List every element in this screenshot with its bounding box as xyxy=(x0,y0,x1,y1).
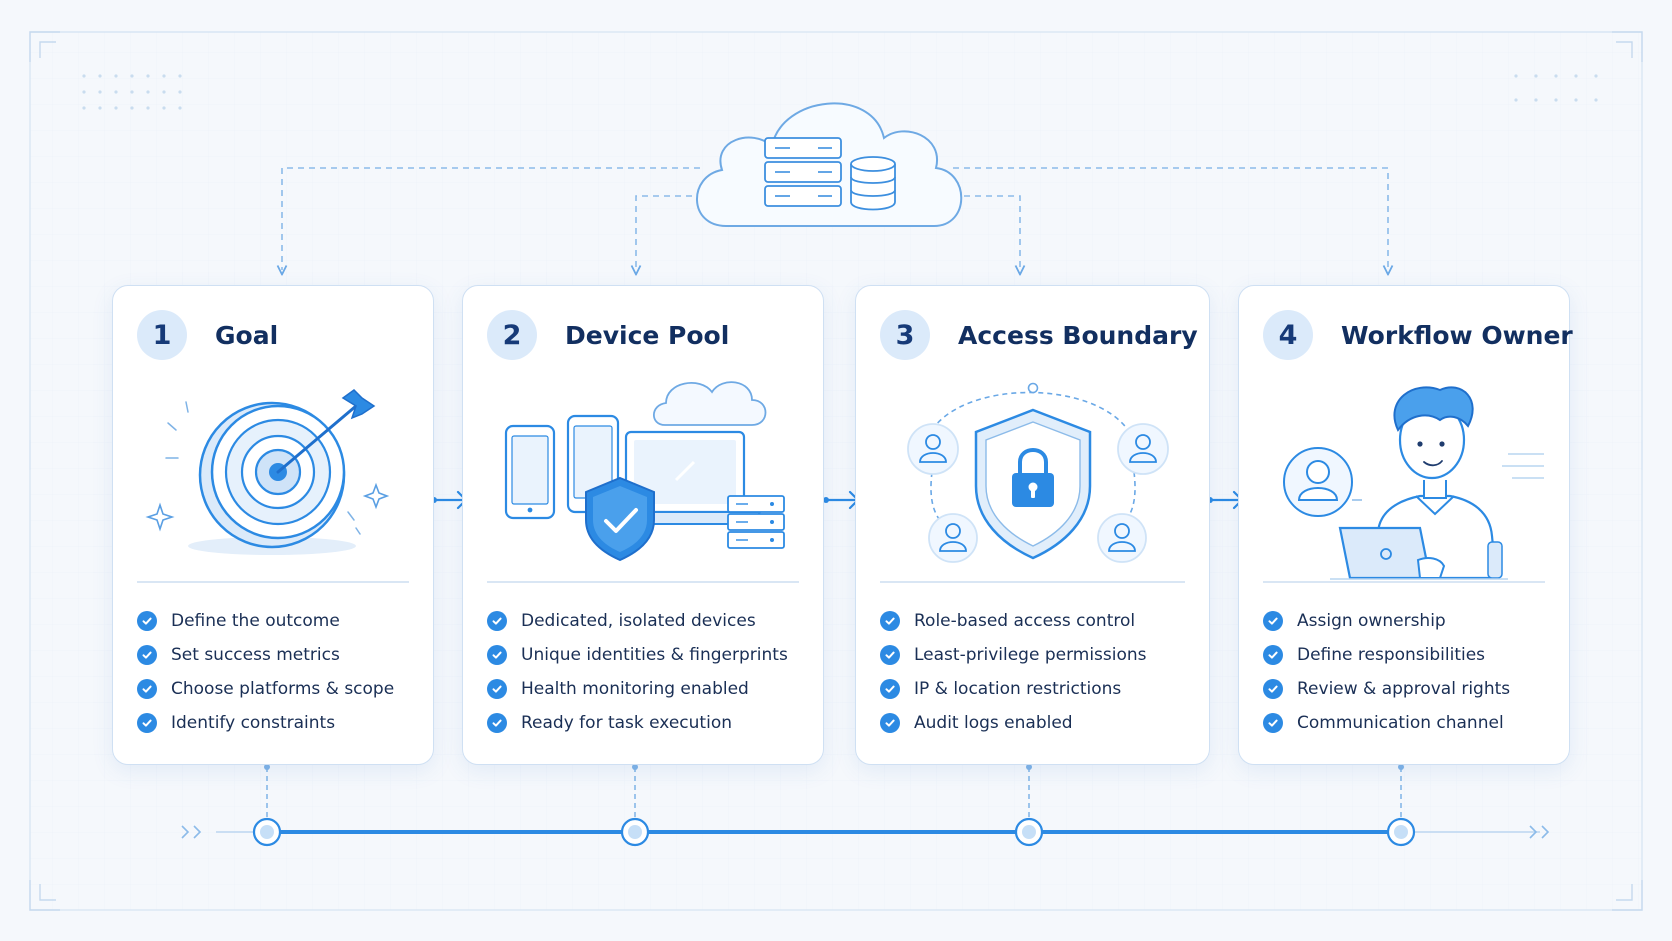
list-item-text: Audit logs enabled xyxy=(914,713,1073,733)
card-header: 3 Access Boundary xyxy=(880,310,1199,360)
check-icon xyxy=(880,713,900,733)
check-icon xyxy=(1263,645,1283,665)
list-item-text: Communication channel xyxy=(1297,713,1504,733)
checklist: Assign ownership Define responsibilities… xyxy=(1263,604,1561,740)
check-icon xyxy=(1263,679,1283,699)
list-item: Review & approval rights xyxy=(1263,672,1561,706)
step-number-badge: 4 xyxy=(1263,310,1313,360)
checklist: Define the outcome Set success metrics C… xyxy=(137,604,425,740)
card-header: 1 Goal xyxy=(137,310,423,360)
list-item-text: Choose platforms & scope xyxy=(171,679,395,699)
list-item: Define the outcome xyxy=(137,604,425,638)
check-icon xyxy=(880,645,900,665)
cloud-line-4 xyxy=(953,167,1388,270)
list-item-text: Define responsibilities xyxy=(1297,645,1486,665)
list-item: Dedicated, isolated devices xyxy=(487,604,815,638)
list-item: Choose platforms & scope xyxy=(137,672,425,706)
step-number-badge: 1 xyxy=(137,310,187,360)
card-divider xyxy=(487,581,799,583)
card-title: Access Boundary xyxy=(958,320,1198,350)
checklist: Dedicated, isolated devices Unique ident… xyxy=(487,604,815,740)
list-item-text: Least-privilege permissions xyxy=(914,645,1147,665)
list-item-text: Define the outcome xyxy=(171,611,340,631)
check-icon xyxy=(487,611,507,631)
list-item: Role-based access control xyxy=(880,604,1201,638)
check-icon xyxy=(1263,713,1283,733)
list-item: Communication channel xyxy=(1263,706,1561,740)
list-item: Identify constraints xyxy=(137,706,425,740)
list-item-text: Ready for task execution xyxy=(521,713,732,733)
list-item-text: Health monitoring enabled xyxy=(521,679,749,699)
check-icon xyxy=(137,645,157,665)
check-icon xyxy=(137,611,157,631)
list-item: Assign ownership xyxy=(1263,604,1561,638)
cloud-line-2 xyxy=(636,195,703,270)
cloud-line-1 xyxy=(282,167,700,270)
check-icon xyxy=(487,713,507,733)
card-header: 2 Device Pool xyxy=(487,310,813,360)
list-item: Define responsibilities xyxy=(1263,638,1561,672)
check-icon xyxy=(487,679,507,699)
check-icon xyxy=(137,679,157,699)
list-item-text: Set success metrics xyxy=(171,645,340,665)
card-title: Device Pool xyxy=(565,320,730,350)
list-item-text: Role-based access control xyxy=(914,611,1136,631)
list-item: Health monitoring enabled xyxy=(487,672,815,706)
card-divider xyxy=(137,581,409,583)
step-card-goal: 1 Goal Define the outcome Set success me… xyxy=(112,285,434,765)
timeline-nodes xyxy=(252,817,1416,847)
card-header: 4 Workflow Owner xyxy=(1263,310,1573,360)
checklist: Role-based access control Least-privileg… xyxy=(880,604,1201,740)
card-divider xyxy=(1263,581,1545,583)
check-icon xyxy=(880,611,900,631)
list-item: Set success metrics xyxy=(137,638,425,672)
list-item: Least-privilege permissions xyxy=(880,638,1201,672)
list-item-text: Assign ownership xyxy=(1297,611,1446,631)
check-icon xyxy=(487,645,507,665)
step-card-access-boundary: 3 Access Boundary Role-based access cont… xyxy=(855,285,1210,765)
list-item-text: Review & approval rights xyxy=(1297,679,1511,699)
list-item-text: IP & location restrictions xyxy=(914,679,1122,699)
list-item-text: Identify constraints xyxy=(171,713,336,733)
step-number-badge: 2 xyxy=(487,310,537,360)
list-item: Ready for task execution xyxy=(487,706,815,740)
card-divider xyxy=(880,581,1185,583)
check-icon xyxy=(137,713,157,733)
step-number-badge: 3 xyxy=(880,310,930,360)
card-title: Goal xyxy=(215,320,279,350)
list-item: IP & location restrictions xyxy=(880,672,1201,706)
list-item-text: Unique identities & fingerprints xyxy=(521,645,788,665)
cloud-line-3 xyxy=(953,195,1020,270)
list-item: Unique identities & fingerprints xyxy=(487,638,815,672)
check-icon xyxy=(1263,611,1283,631)
list-item: Audit logs enabled xyxy=(880,706,1201,740)
step-card-workflow-owner: 4 Workflow Owner Assign ownership Define… xyxy=(1238,285,1573,765)
check-icon xyxy=(880,679,900,699)
card-title: Workflow Owner xyxy=(1341,320,1573,350)
list-item-text: Dedicated, isolated devices xyxy=(521,611,756,631)
step-card-device-pool: 2 Device Pool Dedicated, isolated device… xyxy=(462,285,824,765)
